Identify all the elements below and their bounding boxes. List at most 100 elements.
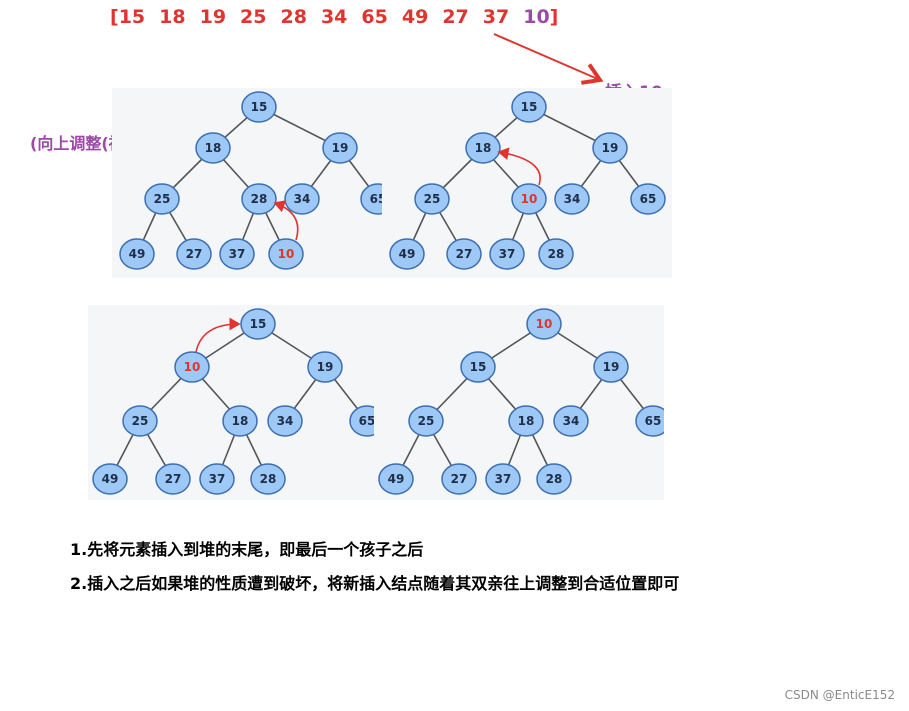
tree-node: 37 [199,463,235,495]
tree-node: 28 [241,183,277,215]
tree-node-label: 28 [548,247,565,261]
tree-node: 27 [155,463,191,495]
tree-node-label: 37 [499,247,516,261]
tree-node: 34 [267,405,303,437]
tree-node-label: 10 [536,317,553,331]
tree-node: 49 [92,463,128,495]
tree-node: 15 [511,91,547,123]
tree-node: 34 [284,183,320,215]
tree-node: 65 [635,405,664,437]
swap-arrow [273,200,299,241]
tree-node-label: 27 [165,472,182,486]
tree-node: 10 [174,351,210,383]
tree-node-label: 10 [521,192,538,206]
tree-node: 18 [508,405,544,437]
watermark: CSDN @EnticE152 [784,688,895,702]
tree-node-label: 19 [603,360,620,374]
tree-node-label: 15 [251,100,268,114]
heap-tree-step-3: 15 10 19 25 18 34 65 49 27 37 28 [88,305,378,500]
tree-node-label: 34 [564,192,581,206]
tree-node: 49 [389,238,425,270]
tree-node: 65 [349,405,378,437]
tree-node-label: 28 [251,192,268,206]
tree-node: 25 [408,405,444,437]
tree-node: 15 [240,308,276,340]
array-bracket-open: [ [110,6,119,28]
tree-node: 10 [511,183,547,215]
array-value: 18 [159,6,186,28]
tree-node: 49 [119,238,155,270]
description-step-2: 2.插入之后如果堆的性质遭到破坏，将新插入结点随着其双亲往上调整到合适位置即可 [70,574,680,593]
panel-background [374,305,664,500]
array-value: 49 [401,6,429,28]
tree-node-label: 10 [278,247,295,261]
tree-node: 19 [307,351,343,383]
tree-node: 37 [489,238,525,270]
array-value: 15 [118,6,146,28]
tree-node-label: 19 [317,360,334,374]
array-value: 37 [482,6,510,28]
tree-node-label: 49 [102,472,119,486]
tree-node: 15 [241,91,277,123]
array-value: 19 [199,6,227,28]
tree-node: 19 [593,351,629,383]
tree-node-label: 34 [277,414,294,428]
tree-node-label: 18 [475,141,492,155]
heap-tree-step-2: 15 18 19 25 10 34 65 49 27 37 28 [382,88,672,278]
tree-node: 28 [536,463,572,495]
tree-node-label: 25 [418,414,435,428]
tree-node: 25 [144,183,180,215]
tree-node: 28 [538,238,574,270]
tree-node: 65 [630,183,666,215]
tree-node-label: 49 [399,247,416,261]
tree-node: 18 [222,405,258,437]
tree-node: 19 [592,132,628,164]
tree-node-label: 37 [209,472,226,486]
array-value: 10 [523,6,550,28]
tree-node: 27 [441,463,477,495]
array-bracket-close: ] [549,6,559,28]
tree-node-label: 37 [495,472,512,486]
tree-node: 25 [414,183,450,215]
tree-node-label: 28 [546,472,563,486]
tree-node-label: 37 [229,247,246,261]
array-value: 25 [240,6,267,28]
swap-arrow [195,317,241,353]
tree-node-label: 27 [456,247,473,261]
tree-node-label: 19 [602,141,619,155]
tree-node-label: 25 [132,414,149,428]
description-step-1: 1.先将元素插入到堆的末尾，即最后一个孩子之后 [70,540,424,559]
tree-node-label: 18 [518,414,535,428]
tree-node: 37 [219,238,255,270]
tree-canvas: 15 10 19 25 18 34 65 49 27 37 28 [88,305,378,500]
tree-node: 10 [526,308,562,340]
tree-node-label: 15 [250,317,267,331]
tree-node-label: 10 [184,360,201,374]
tree-node: 10 [268,238,304,270]
tree-node: 37 [485,463,521,495]
swap-arrow [497,147,541,186]
tree-node-label: 18 [205,141,222,155]
tree-node-label: 25 [424,192,441,206]
tree-node: 25 [122,405,158,437]
tree-node-label: 19 [332,141,349,155]
tree-node: 28 [250,463,286,495]
tree-node: 15 [460,351,496,383]
array-value: 34 [320,6,348,28]
array-value: 27 [442,6,469,28]
tree-node-label: 15 [470,360,487,374]
tree-node-label: 28 [260,472,277,486]
tree-node: 27 [176,238,212,270]
tree-node-label: 34 [563,414,580,428]
tree-node-label: 49 [129,247,146,261]
tree-canvas: 15 18 19 25 10 34 65 49 27 37 28 [382,88,672,278]
tree-node-label: 34 [294,192,311,206]
tree-node: 18 [195,132,231,164]
tree-node-label: 65 [645,414,662,428]
tree-node: 34 [553,405,589,437]
